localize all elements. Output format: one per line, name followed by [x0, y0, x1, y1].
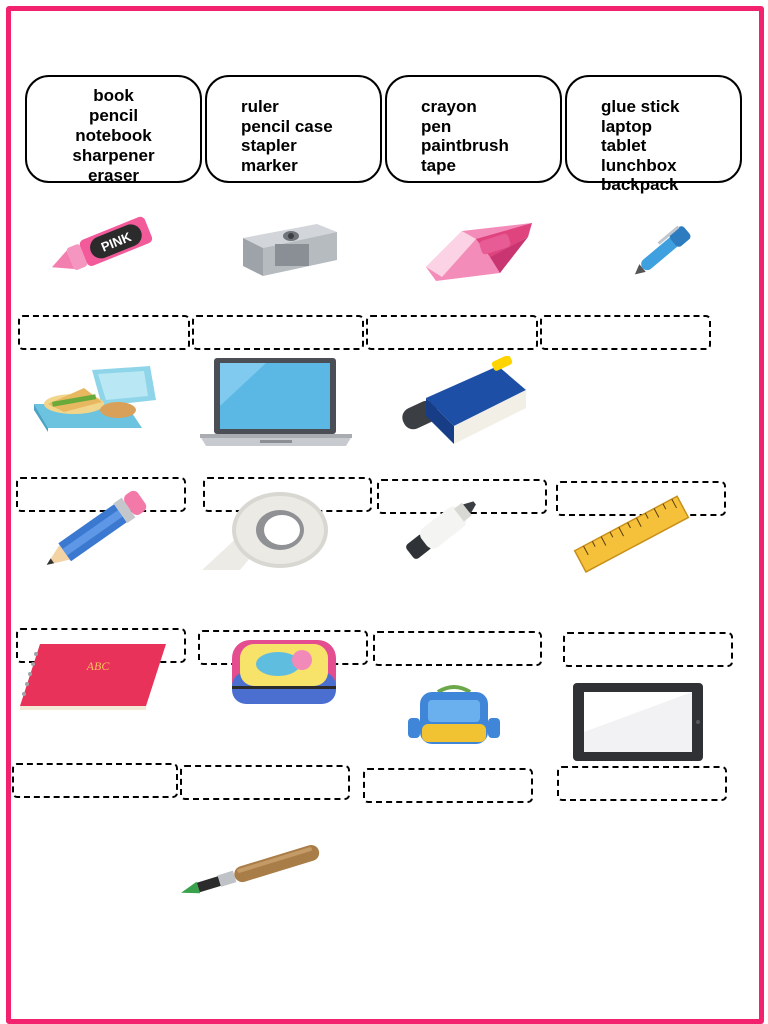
- pen-picture: [634, 225, 691, 275]
- word-bank-word: sharpener: [72, 146, 155, 165]
- word-bank-word: stapler: [241, 136, 297, 155]
- backpack-picture: [408, 685, 500, 744]
- word-bank-word: backpack: [601, 175, 679, 194]
- word-bank-box-1: book pencil notebook sharpener eraser: [25, 75, 202, 185]
- sharpener-picture: [243, 224, 337, 276]
- word-bank-box-3: crayon pen paintbrush tape: [385, 75, 562, 183]
- answer-box[interactable]: [16, 477, 186, 512]
- answer-box[interactable]: [373, 631, 542, 666]
- eraser-picture: [426, 223, 532, 281]
- word-bank-word: pen: [421, 116, 452, 136]
- paintbrush-picture: [181, 844, 320, 894]
- crayon-picture: PINK: [51, 216, 153, 270]
- page-border: [6, 6, 764, 1024]
- word-bank-word: tape: [421, 155, 456, 175]
- svg-text:ABC: ABC: [86, 659, 111, 673]
- word-bank-word: tablet: [601, 136, 647, 155]
- word-bank-word: eraser: [87, 166, 140, 185]
- laptop-picture: [200, 358, 352, 446]
- notebook-picture: ABC: [20, 644, 166, 710]
- word-bank-word: marker: [241, 155, 298, 175]
- word-bank-box-2: ruler pencil case stapler marker: [205, 75, 382, 183]
- tape-picture: [202, 492, 328, 570]
- word-bank-word: ruler: [241, 97, 279, 116]
- word-bank-word: pencil case: [241, 116, 333, 136]
- word-bank-word: crayon: [421, 97, 477, 116]
- answer-box[interactable]: [557, 766, 727, 801]
- lunchbox-picture: [34, 366, 156, 432]
- answer-box[interactable]: [18, 315, 190, 350]
- word-bank-word: laptop: [601, 116, 652, 136]
- word-bank-word: glue stick: [601, 97, 680, 116]
- tablet-picture: [573, 683, 703, 761]
- pencil-picture: [46, 490, 147, 565]
- word-bank-box-4: glue stick laptop tablet lunchbox backpa…: [565, 75, 742, 194]
- answer-box[interactable]: [540, 315, 711, 350]
- answer-box[interactable]: [366, 315, 538, 350]
- word-bank-word: lunchbox: [601, 155, 677, 175]
- word-bank-word: pencil: [88, 106, 139, 125]
- answer-box[interactable]: [363, 768, 533, 803]
- answer-box[interactable]: [192, 315, 364, 350]
- answer-box[interactable]: [563, 632, 733, 667]
- marker-picture: [406, 501, 476, 559]
- pencil-case-picture: [232, 640, 336, 704]
- word-bank-word: book: [93, 86, 134, 105]
- answer-box[interactable]: [180, 765, 350, 800]
- word-bank-word: notebook: [75, 126, 152, 145]
- word-bank-word: paintbrush: [421, 136, 509, 155]
- ruler-picture: [573, 495, 690, 573]
- answer-box[interactable]: [12, 763, 178, 798]
- book-picture: [402, 356, 526, 444]
